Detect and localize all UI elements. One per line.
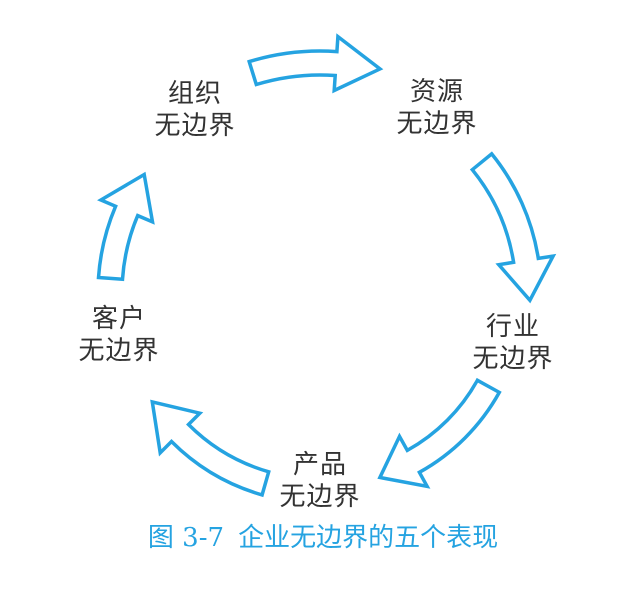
node-product-line1: 产品 xyxy=(292,450,348,480)
node-customer-line1: 客户 xyxy=(91,304,147,334)
arrow-product-to-customer xyxy=(150,399,271,498)
node-organization-line2: 无边界 xyxy=(154,111,236,141)
arrow-customer-to-organization xyxy=(96,171,155,282)
node-organization-line1: 组织 xyxy=(167,79,223,109)
figure-caption-number: 图 3-7 xyxy=(147,523,225,553)
node-organization: 组织 无边界 xyxy=(154,78,235,142)
node-industry-line2: 无边界 xyxy=(472,344,554,374)
node-resources: 资源 无边界 xyxy=(396,76,477,140)
node-product: 产品 无边界 xyxy=(279,449,360,513)
arrow-organization-to-resources xyxy=(247,33,384,94)
figure-caption-title: 企业无边界的五个表现 xyxy=(238,523,499,553)
node-industry: 行业 无边界 xyxy=(472,311,553,375)
figure-caption: 图 3-7 企业无边界的五个表现 xyxy=(148,523,498,553)
arrow-industry-to-product xyxy=(377,377,502,489)
node-product-line2: 无边界 xyxy=(279,482,361,512)
node-resources-line2: 无边界 xyxy=(396,109,478,139)
arrow-resources-to-industry xyxy=(469,151,557,304)
node-resources-line1: 资源 xyxy=(409,77,465,107)
node-customer-line2: 无边界 xyxy=(78,336,160,366)
node-customer: 客户 无边界 xyxy=(78,303,159,367)
node-industry-line1: 行业 xyxy=(485,312,541,342)
